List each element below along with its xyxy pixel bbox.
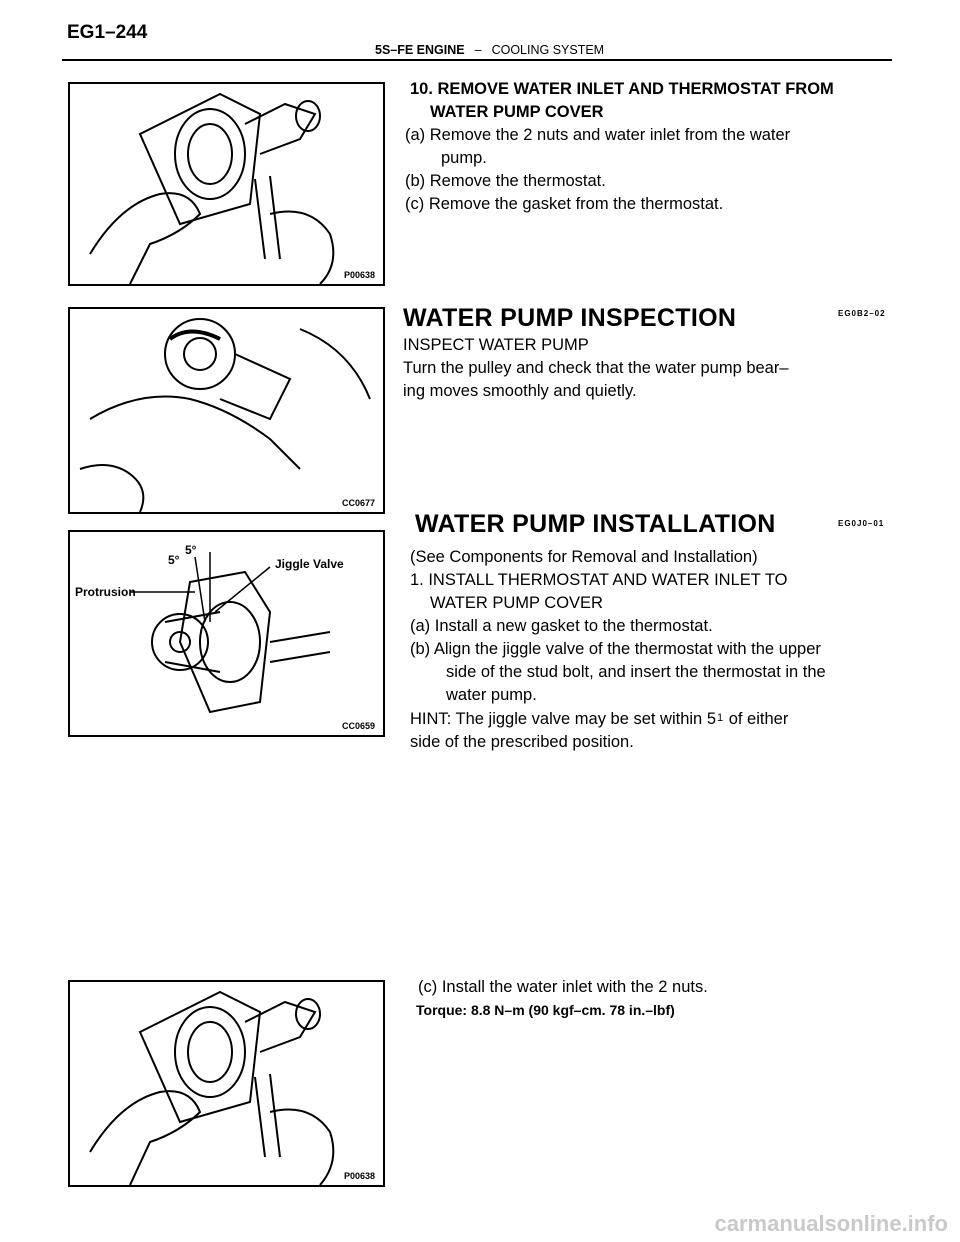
substep-b: (b) Remove the thermostat. bbox=[405, 172, 606, 190]
figure-install-water-inlet: P00638 bbox=[68, 980, 385, 1187]
step-1-title-line2: WATER PUMP COVER bbox=[430, 594, 603, 612]
illustration-hands-water-pump bbox=[89, 92, 335, 284]
step-1-title-line1: 1. INSTALL THERMOSTAT AND WATER INLET TO bbox=[410, 571, 788, 589]
header-separator: – bbox=[474, 43, 482, 57]
inspection-body: INSPECT WATER PUMP Turn the pulley and c… bbox=[403, 334, 789, 403]
header-subtitle: 5S–FE ENGINE–COOLING SYSTEM bbox=[375, 43, 604, 57]
substep-a-line2: pump. bbox=[441, 149, 487, 167]
install-substep-b-line2: side of the stud bolt, and insert the th… bbox=[446, 663, 826, 681]
figure-code: CC0659 bbox=[341, 721, 375, 731]
substep-c: (c) Remove the gasket from the thermosta… bbox=[405, 195, 724, 213]
figure-code: P00638 bbox=[343, 1171, 375, 1181]
watermark: carmanualsonline.info bbox=[714, 1211, 949, 1236]
heading-installation: WATER PUMP INSTALLATION bbox=[415, 510, 776, 538]
step-10-substeps: (a) Remove the 2 nuts and water inlet fr… bbox=[405, 124, 790, 216]
hint-text-b: of either bbox=[724, 710, 789, 728]
substep-a-line1: (a) Remove the 2 nuts and water inlet fr… bbox=[405, 126, 791, 144]
header-rule bbox=[62, 59, 892, 61]
step-10-title: 10. REMOVE WATER INLET AND THERMOSTAT FR… bbox=[410, 78, 834, 124]
label-jiggle-valve: Jiggle Valve bbox=[275, 557, 344, 571]
inspection-subheading: INSPECT WATER PUMP bbox=[403, 336, 589, 354]
illustration-jiggle-valve: Protrusion Jiggle Valve 5° 5° bbox=[75, 543, 344, 714]
ref-code-installation: EG0J0–01 bbox=[838, 519, 885, 528]
install-substep-c: (c) Install the water inlet with the 2 n… bbox=[418, 978, 708, 996]
inspection-line2: ing moves smoothly and quietly. bbox=[403, 382, 637, 400]
inspection-line1: Turn the pulley and check that the water… bbox=[403, 359, 789, 377]
figure-inspect-pump: CC0677 bbox=[68, 307, 385, 514]
illustration-hands-water-pump-2 bbox=[89, 990, 335, 1185]
ref-code-inspection: EG0B2–02 bbox=[838, 309, 886, 318]
hint-degree-mark: 1 bbox=[717, 712, 724, 724]
hint-line2: side of the prescribed position. bbox=[410, 733, 634, 751]
label-protrusion: Protrusion bbox=[75, 585, 136, 599]
install-substep-a: (a) Install a new gasket to the thermost… bbox=[410, 617, 713, 635]
label-angle-left: 5° bbox=[168, 553, 180, 567]
figure-code: CC0677 bbox=[341, 498, 375, 508]
installation-body: (See Components for Removal and Installa… bbox=[410, 546, 826, 754]
figure-code: P00638 bbox=[343, 270, 375, 280]
hint-text-a: HINT: The jiggle valve may be set within… bbox=[410, 710, 716, 728]
page-id: EG1–244 bbox=[67, 22, 148, 43]
illustration-turn-pulley bbox=[79, 318, 371, 512]
install-substep-b-line1: (b) Align the jiggle valve of the thermo… bbox=[410, 640, 821, 658]
install-substep-b-line3: water pump. bbox=[446, 686, 537, 704]
heading-inspection: WATER PUMP INSPECTION bbox=[403, 304, 737, 332]
see-components: (See Components for Removal and Installa… bbox=[410, 548, 758, 566]
header-engine: 5S–FE ENGINE bbox=[375, 43, 465, 57]
header-system: COOLING SYSTEM bbox=[491, 43, 605, 57]
hint-line1: HINT: The jiggle valve may be set within… bbox=[410, 707, 826, 731]
step-10-title-line2: WATER PUMP COVER bbox=[430, 103, 604, 121]
torque-spec: Torque: 8.8 N–m (90 kgf–cm. 78 in.–lbf) bbox=[416, 1002, 675, 1018]
step-10-title-line1: 10. REMOVE WATER INLET AND THERMOSTAT FR… bbox=[410, 80, 834, 98]
figure-remove-thermostat: P00638 bbox=[68, 82, 385, 286]
figure-thermostat-alignment: Protrusion Jiggle Valve 5° 5° CC0659 bbox=[68, 530, 385, 737]
label-angle-right: 5° bbox=[185, 543, 197, 557]
